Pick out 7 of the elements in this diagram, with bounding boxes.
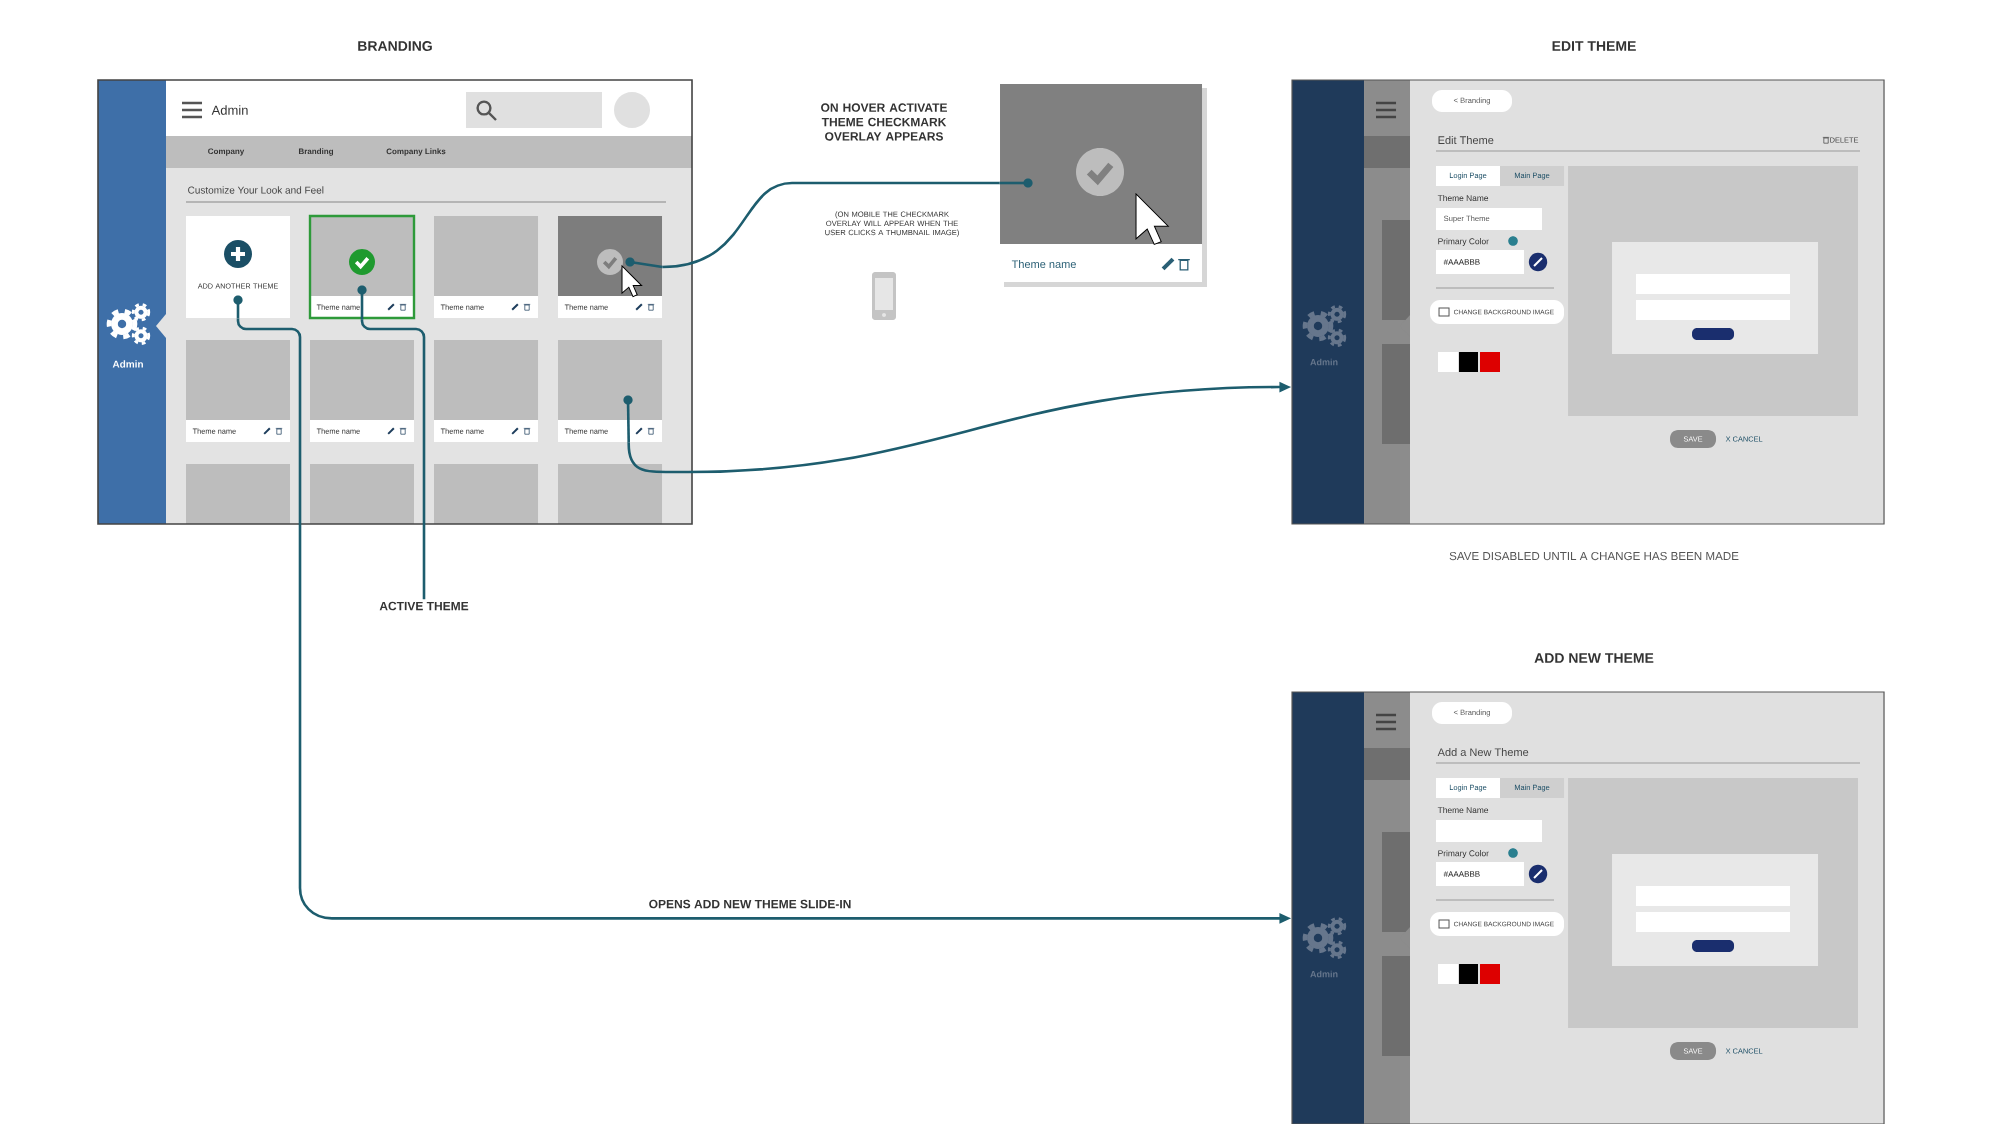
screen-mockup (1291, 79, 1885, 525)
thumbnail-placeholder (434, 464, 538, 524)
thumbnail-placeholder (186, 464, 290, 524)
screen-mockup (1291, 691, 1885, 1124)
thumbnail-placeholder (558, 464, 662, 524)
screen-mockup (97, 79, 693, 525)
thumbnail-placeholder (310, 464, 414, 524)
